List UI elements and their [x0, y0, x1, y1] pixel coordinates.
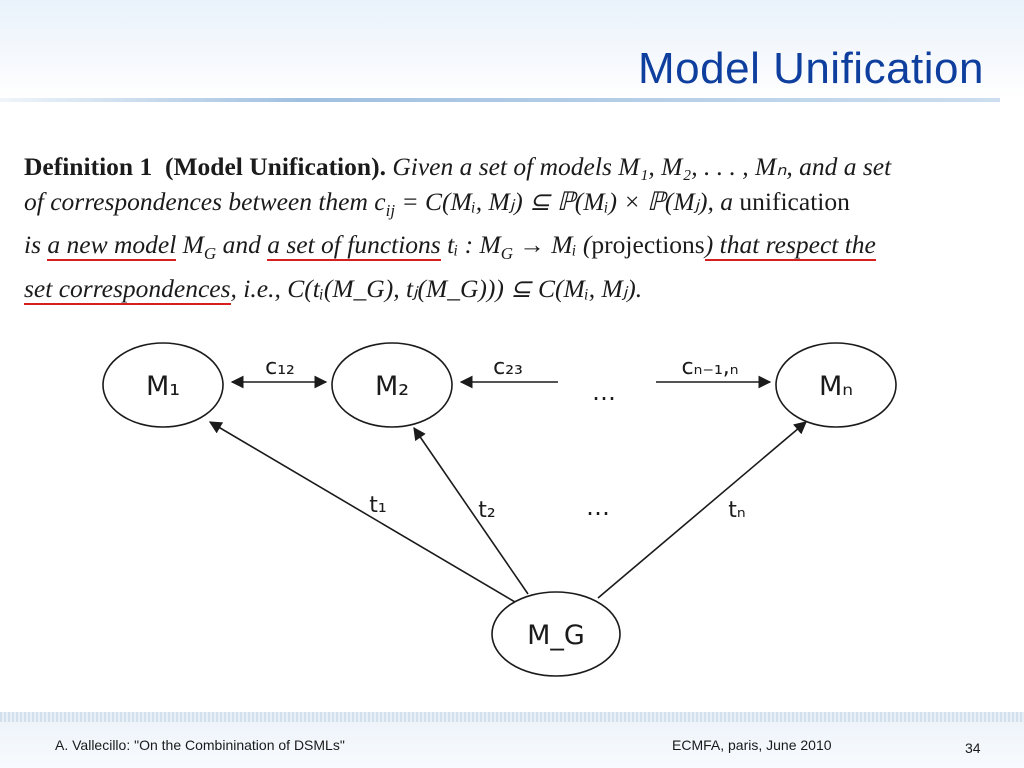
definition-arrow-mi: → Mᵢ (: [513, 230, 592, 260]
footer-author: A. Vallecillo: "On the Combinination of …: [55, 737, 345, 753]
node-mn-label: Mₙ: [819, 371, 853, 402]
definition-line-2: of correspondences between them cij = C(…: [24, 185, 1014, 229]
node-mn: Mₙ: [775, 342, 897, 428]
definition-line-1: Definition 1 (Model Unification). Given …: [24, 150, 1014, 185]
edge-t2: [413, 426, 529, 595]
header-band: [0, 0, 1024, 100]
definition-ie: , i.e.,: [230, 273, 288, 303]
definition-unification: unification: [733, 186, 850, 216]
node-m2: M₂: [331, 342, 453, 428]
edge-t1-label: t₁: [369, 493, 386, 518]
node-m1: M₁: [102, 342, 224, 428]
definition-projections: projections: [591, 230, 705, 260]
definition-label: Definition 1: [24, 152, 153, 181]
definition-respect: that respect the: [713, 230, 876, 260]
definition-block: Definition 1 (Model Unification). Given …: [24, 150, 1014, 306]
footer-band: [0, 712, 1024, 722]
edge-t1: [208, 421, 516, 603]
edge-c23-label: c₂₃: [493, 355, 523, 380]
underlined-respect: ) that respect the: [704, 230, 876, 262]
definition-ti-map: tᵢ : M: [440, 230, 501, 260]
page-number: 34: [965, 740, 981, 756]
edge-cn1n-label: cₙ₋₁,ₙ: [681, 355, 738, 380]
definition-formula-4: C(tᵢ(M_G), tⱼ(M_G))) ⊆ C(Mᵢ, Mⱼ).: [287, 273, 643, 303]
unification-diagram: M₁ M₂ Mₙ M_G c₁₂ c₂₃ cₙ₋₁,ₙ … … t₁ t₂ tₙ: [102, 342, 897, 677]
definition-and: and: [216, 230, 268, 260]
edge-t2-label: t₂: [478, 498, 495, 523]
definition-formula-2: = C(Mᵢ, Mⱼ) ⊆ ℙ(Mᵢ) × ℙ(Mⱼ),: [395, 186, 721, 216]
edge-tn: [597, 421, 807, 599]
definition-sub-g: G: [203, 244, 217, 264]
node-mg-label: M_G: [527, 620, 585, 651]
footer-background: [0, 722, 1024, 768]
node-mg: M_G: [491, 591, 621, 677]
definition-line-3: is a new model MG and a set of functions…: [24, 228, 1014, 272]
definition-text-1: Given a set of models M₁, M₂, . . . , Mₙ…: [392, 152, 892, 181]
ellipsis-top: …: [592, 378, 616, 406]
ellipsis-mid: …: [586, 493, 610, 521]
underlined-new-model: a new model: [47, 230, 177, 262]
slide-title: Model Unification: [638, 44, 984, 93]
definition-name: (Model Unification).: [164, 152, 386, 181]
definition-sub-ij: ij: [385, 200, 396, 220]
edge-tn-label: tₙ: [728, 498, 745, 523]
node-m2-label: M₂: [375, 371, 409, 402]
definition-line-4: set correspondences, i.e., C(tᵢ(M_G), tⱼ…: [24, 272, 1014, 307]
definition-sub-g2: G: [500, 244, 514, 264]
definition-close-paren: ): [704, 230, 714, 260]
edge-c12-label: c₁₂: [265, 355, 295, 380]
definition-mg: M: [176, 230, 204, 260]
definition-is: is: [24, 230, 48, 260]
header-rule: [0, 98, 1000, 102]
underlined-set-of-functions: a set of functions: [267, 230, 441, 262]
definition-text-2: of correspondences between them c: [24, 186, 386, 216]
underlined-set-correspondences: set correspondences: [24, 273, 231, 305]
footer-venue: ECMFA, paris, June 2010: [672, 737, 832, 753]
definition-a: a: [720, 186, 734, 216]
node-m1-label: M₁: [146, 371, 180, 402]
